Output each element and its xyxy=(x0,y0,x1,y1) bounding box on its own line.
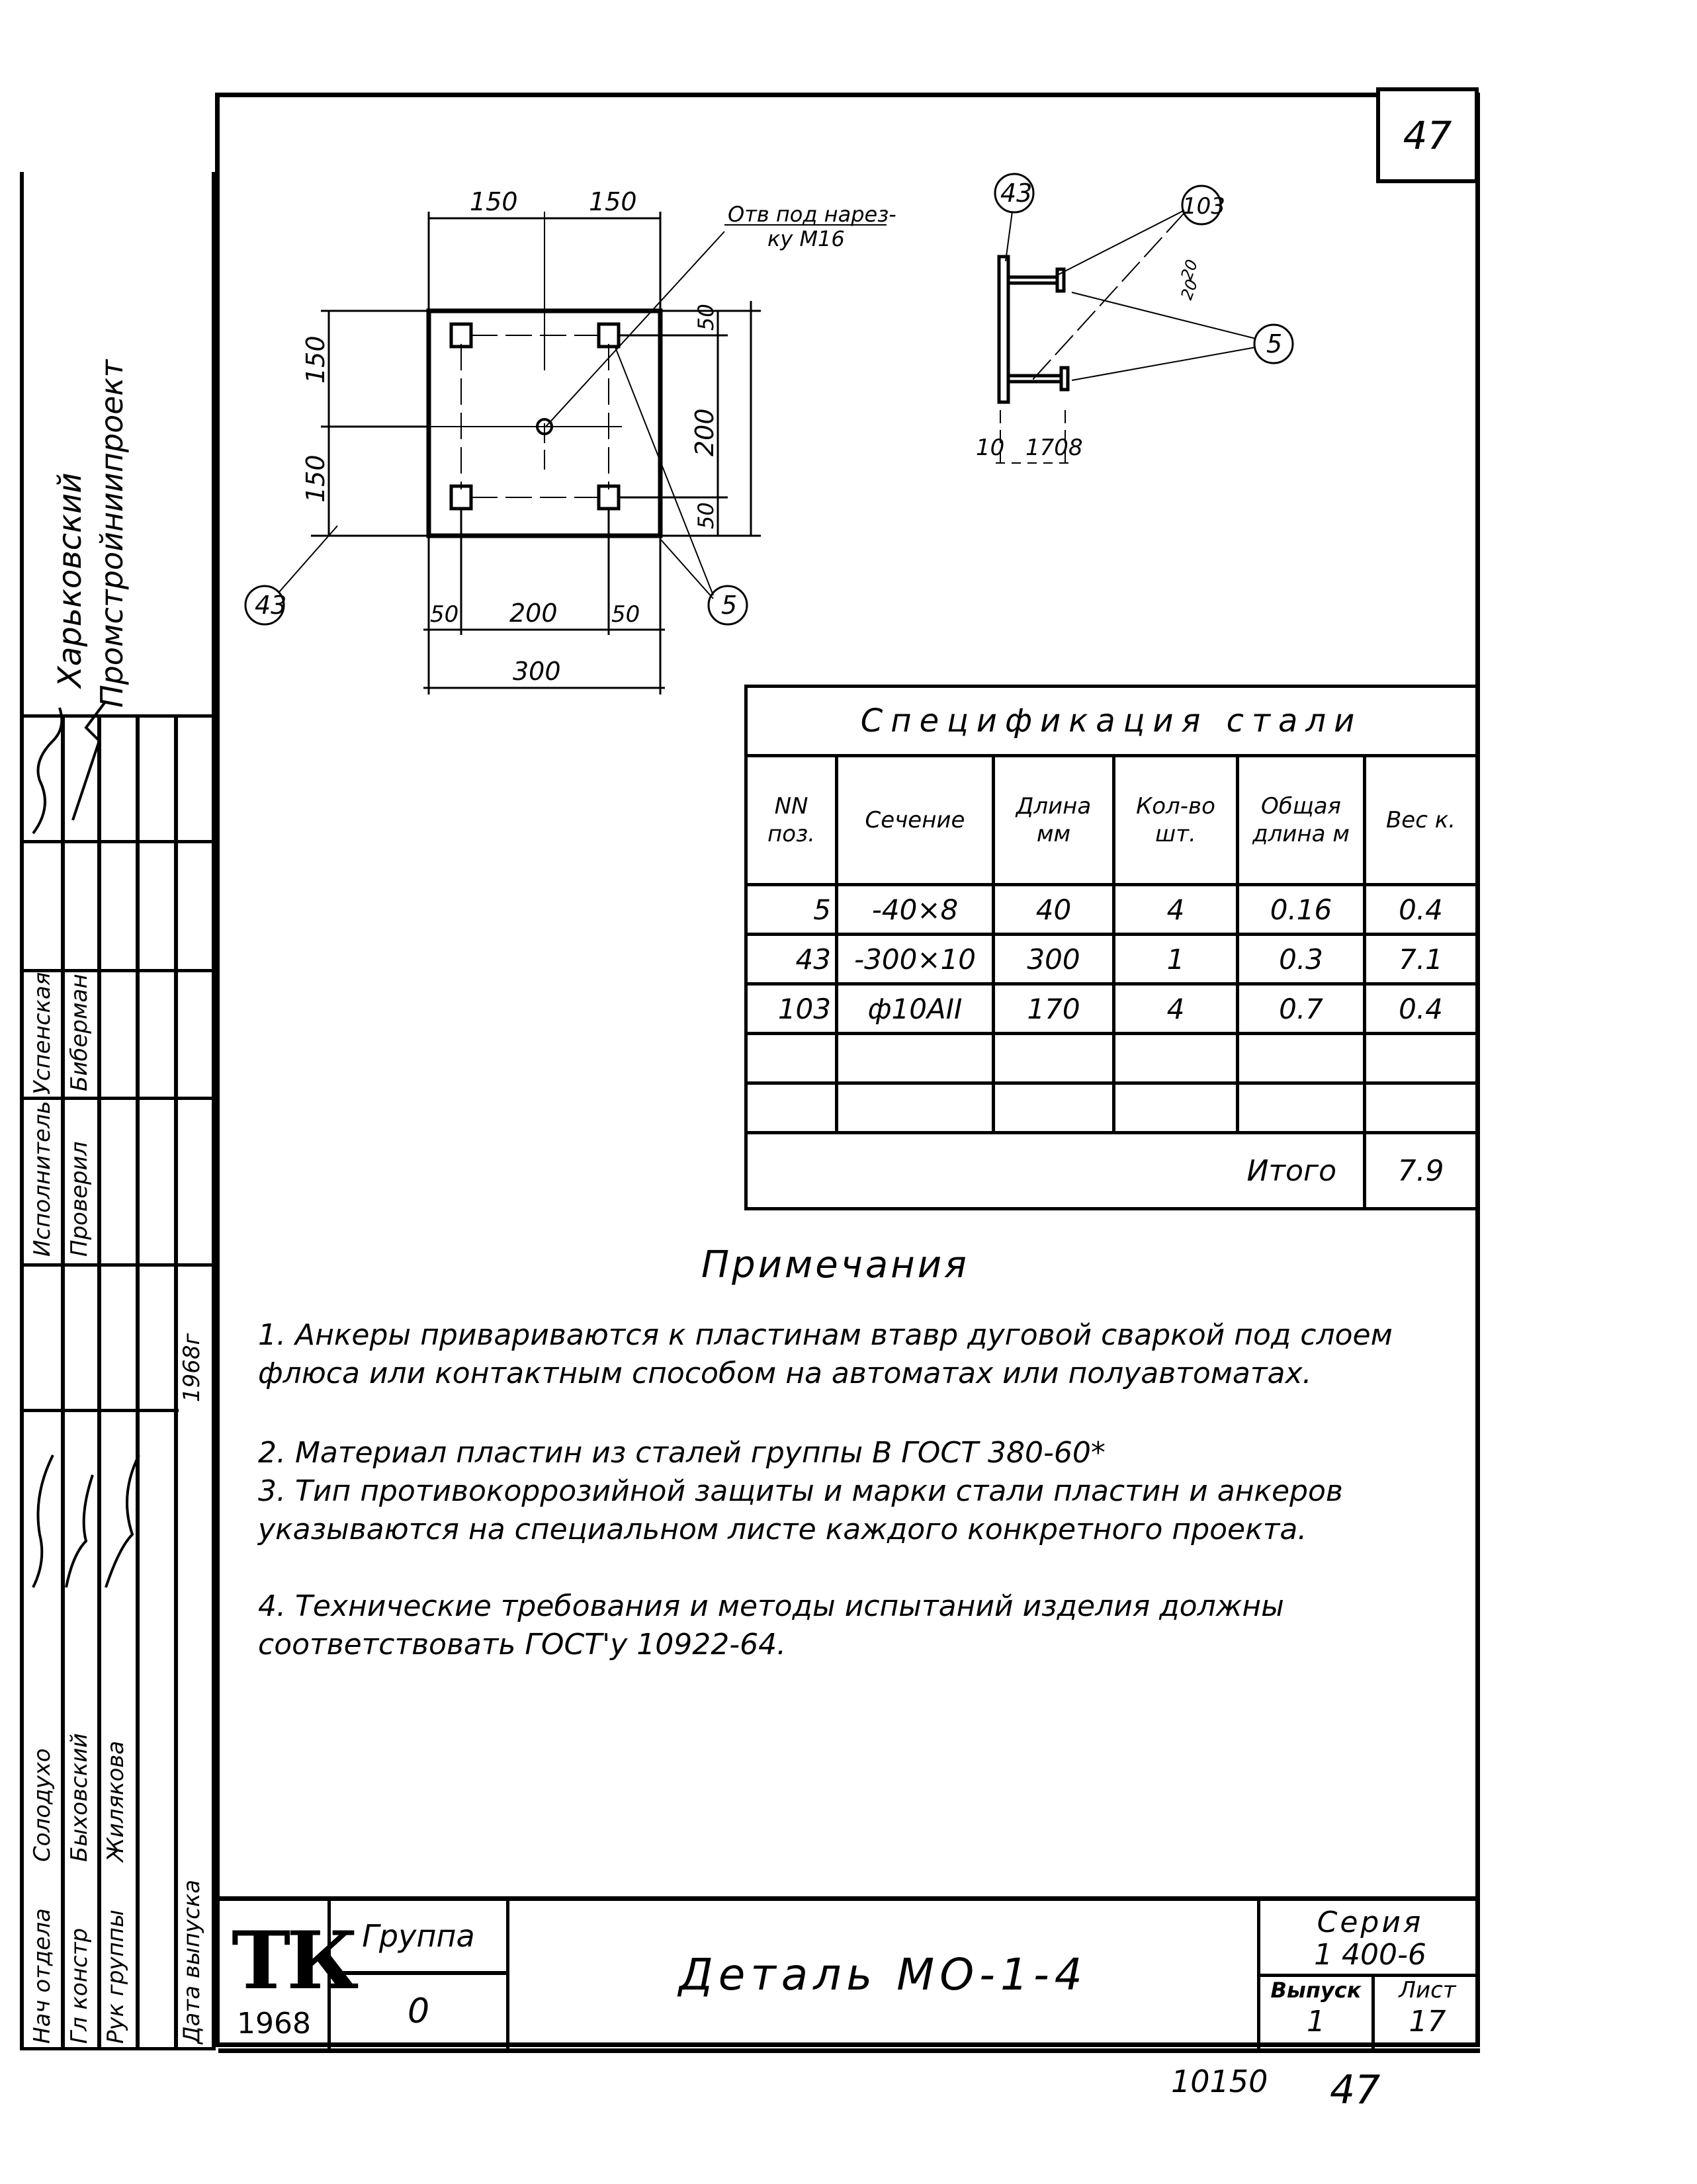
logo-cell: ТК 1968 xyxy=(218,1901,359,2048)
title-block-bottom-border xyxy=(218,2048,1480,2053)
svg-text:ку М16: ку М16 xyxy=(767,226,845,251)
sheet-number-box: 47 xyxy=(1376,87,1479,183)
notes-title: Примечания xyxy=(701,1243,969,1286)
svg-text:43: 43 xyxy=(255,591,286,620)
spec-table-title: Спецификация стали xyxy=(744,685,1479,757)
table-total-row: Итого 7.9 xyxy=(744,1131,1479,1210)
left-stamp: Харьковский Промстройниипроект Успенская… xyxy=(20,172,216,2050)
svg-text:50: 50 xyxy=(611,601,640,628)
series-cell: Серия 1 400-6 Выпуск 1 Лист 17 xyxy=(1260,1901,1480,2050)
col-qty: Кол-во шт. xyxy=(1112,754,1239,886)
sheet-number: 47 xyxy=(1403,112,1452,158)
total-value: 7.9 xyxy=(1363,1131,1479,1210)
svg-text:20: 20 xyxy=(1177,277,1201,302)
series-value: 1 400-6 xyxy=(1314,1938,1426,1972)
sheet-value: 17 xyxy=(1409,2005,1446,2038)
table-row-empty xyxy=(744,1032,1479,1085)
sheet-label: Лист xyxy=(1399,1977,1456,2003)
svg-text:150: 150 xyxy=(470,187,518,216)
footer-code: 10150 xyxy=(1171,2064,1268,2099)
svg-text:5: 5 xyxy=(721,591,737,620)
svg-text:50: 50 xyxy=(693,304,718,331)
anchor-squares xyxy=(449,322,621,511)
note-3: 3. Тип противокоррозийной защиты и марки… xyxy=(258,1474,1343,1546)
svg-text:5: 5 xyxy=(1266,329,1282,358)
steel-spec-table: Спецификация стали NN поз. Сечение Длина… xyxy=(744,685,1479,1210)
tk-logo: ТК xyxy=(232,1914,359,2007)
svg-text:300: 300 xyxy=(513,657,561,686)
svg-text:103: 103 xyxy=(1182,193,1225,220)
svg-text:150: 150 xyxy=(301,335,330,384)
issue-value: 1 xyxy=(1307,2005,1325,2038)
svg-text:200: 200 xyxy=(690,408,719,456)
svg-text:8: 8 xyxy=(1068,435,1083,461)
group-label: Группа xyxy=(331,1901,506,1975)
logo-year: 1968 xyxy=(237,2007,311,2040)
detail-title: Деталь МО-1-4 xyxy=(509,1901,1260,2048)
svg-text:Отв под нарез-: Отв под нарез- xyxy=(728,202,896,227)
total-label: Итого xyxy=(744,1131,1366,1210)
svg-text:10: 10 xyxy=(976,435,1004,461)
group-value: 0 xyxy=(407,1992,430,2031)
svg-text:50: 50 xyxy=(693,502,718,529)
svg-text:150: 150 xyxy=(589,187,637,216)
drawing-frame xyxy=(215,93,1480,2047)
note-4: 4. Технические требования и методы испыт… xyxy=(258,1589,1284,1661)
table-row-empty xyxy=(744,1081,1479,1134)
col-total-length: Общая длина м xyxy=(1236,754,1366,886)
svg-text:150: 150 xyxy=(301,454,330,503)
group-cell: Группа 0 xyxy=(331,1901,509,2048)
svg-text:43: 43 xyxy=(1000,179,1032,208)
dimension-labels: 150 150 150 150 50 200 50 50 200 50 300 … xyxy=(255,179,1282,686)
col-length: Длина мм xyxy=(992,754,1115,886)
footer-page: 47 xyxy=(1330,2067,1381,2113)
svg-text:50: 50 xyxy=(430,601,458,628)
svg-text:20: 20 xyxy=(1177,257,1201,282)
series-label: Серия xyxy=(1317,1906,1424,1939)
col-pos: NN поз. xyxy=(744,754,838,886)
title-block: ТК 1968 Группа 0 Деталь МО-1-4 Серия 1 4… xyxy=(218,1896,1480,2053)
col-section: Сечение xyxy=(835,754,995,886)
note-2: 2. Материал пластин из сталей группы В Г… xyxy=(258,1436,1106,1470)
col-weight: Вес к. xyxy=(1363,754,1479,886)
signature-marks xyxy=(32,700,140,1588)
issue-label: Выпуск xyxy=(1270,1978,1362,2003)
note-1: 1. Анкеры привариваются к пластинам втав… xyxy=(258,1318,1393,1390)
svg-text:200: 200 xyxy=(509,599,558,628)
svg-text:170: 170 xyxy=(1025,435,1068,461)
